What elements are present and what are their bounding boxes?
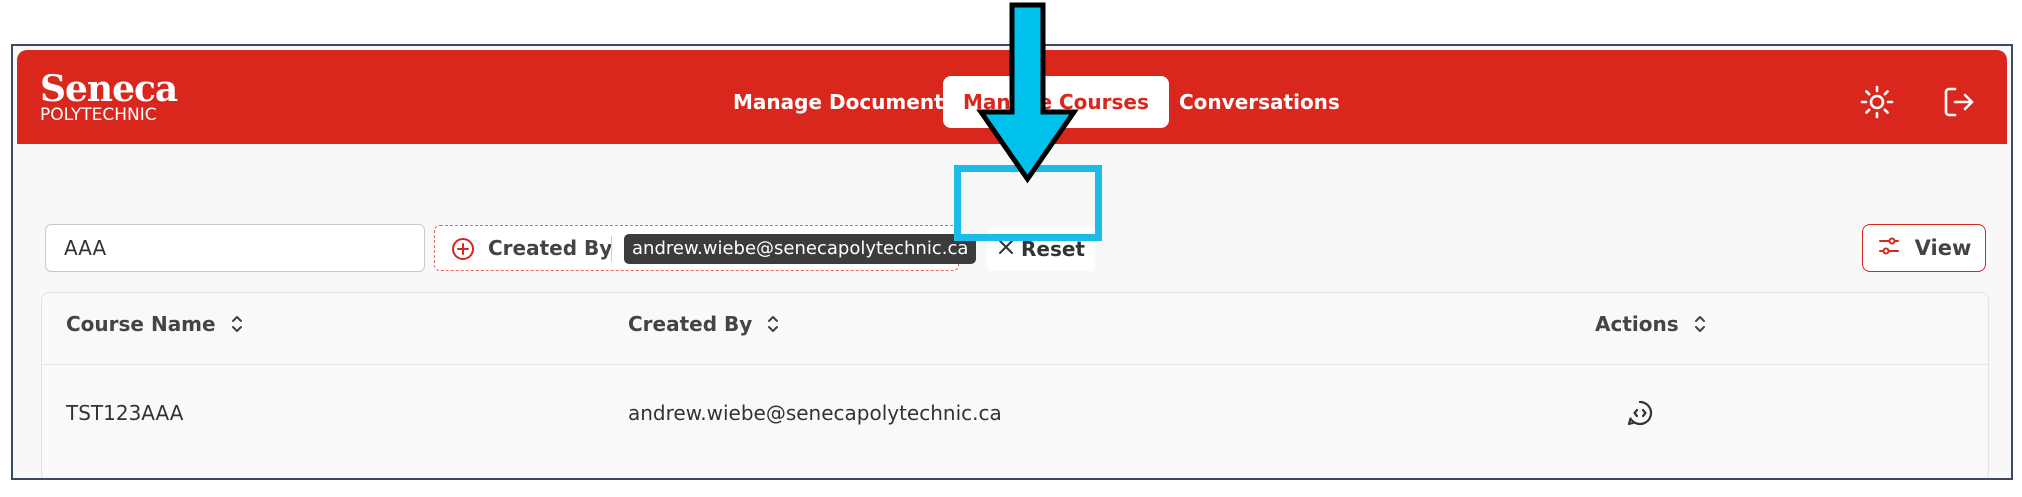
- sort-icon: [768, 316, 779, 332]
- cell-created-by: andrew.wiebe@senecapolytechnic.ca: [628, 401, 1002, 425]
- sort-icon: [231, 316, 242, 332]
- logo-subtitle: POLYTECHNIC: [40, 105, 157, 125]
- cell-course-name: TST123AAA: [66, 401, 184, 425]
- column-header-course-name[interactable]: Course Name: [66, 312, 244, 336]
- view-label: View: [1914, 236, 1972, 260]
- courses-table: Course Name Created By Actions TST123AAA…: [41, 292, 1989, 478]
- filter-value-badge: andrew.wiebe@senecapolytechnic.ca: [624, 234, 977, 264]
- logout-icon[interactable]: [1937, 80, 1981, 124]
- nav-conversations[interactable]: Conversations: [1179, 90, 1340, 114]
- filter-label: Created By: [488, 236, 613, 260]
- view-options-button[interactable]: View: [1862, 224, 1986, 272]
- search-input[interactable]: [45, 224, 425, 272]
- column-header-actions[interactable]: Actions: [1595, 312, 1707, 336]
- logo-wordmark: Seneca: [40, 68, 178, 110]
- seneca-logo[interactable]: Seneca POLYTECHNIC: [40, 68, 178, 125]
- created-by-filter-chip[interactable]: Created By andrew.wiebe@senecapolytechni…: [434, 225, 977, 271]
- plus-circle-icon: [451, 237, 475, 265]
- chat-icon[interactable]: [1624, 397, 1656, 429]
- main-nav: Manage Documents Manage Courses Conversa…: [17, 50, 2007, 144]
- header-divider: [42, 364, 1988, 365]
- column-header-created-by[interactable]: Created By: [628, 312, 780, 336]
- nav-manage-documents[interactable]: Manage Documents: [733, 90, 956, 114]
- sliders-icon: [1877, 234, 1901, 263]
- sort-icon: [1694, 316, 1705, 332]
- reset-label: Reset: [1021, 237, 1085, 261]
- filter-divider: [611, 236, 612, 262]
- theme-toggle-sun-icon[interactable]: [1855, 80, 1899, 124]
- close-icon: [997, 237, 1015, 261]
- annotation-arrow: [976, 2, 1079, 184]
